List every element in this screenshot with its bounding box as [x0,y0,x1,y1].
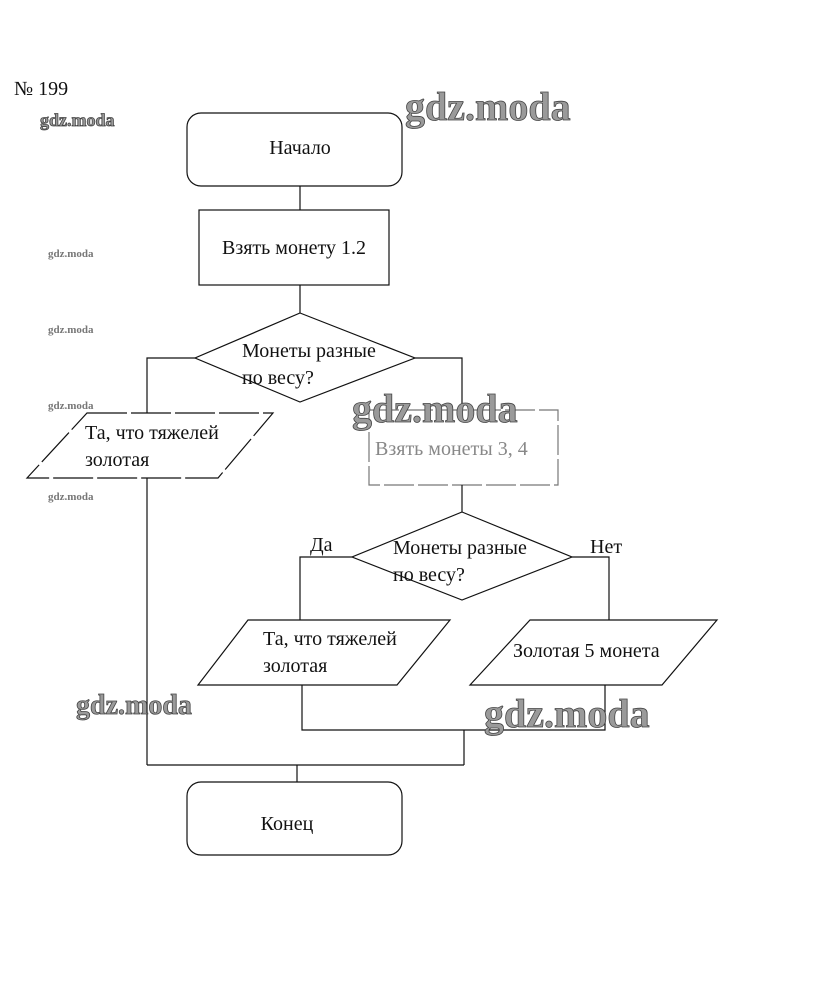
watermark: gdz.moda [48,248,94,260]
start-label: Начало [269,137,331,159]
step1-label: Взять монету 1.2 [222,237,366,259]
process-take-coins-3-4 [368,409,559,486]
connector-yes-2 [299,556,352,620]
output1-line1: Та, что тяжелей [85,422,219,444]
output-2 [196,619,452,686]
process-take-coins-1-2 [198,209,390,286]
watermark: gdz.moda [405,84,571,129]
yes-label: Да [310,534,333,556]
output3-label: Золотая 5 монета [513,640,660,662]
no-label: Нет [590,536,622,558]
decision1-line2: по весу? [242,367,314,389]
output2-line1: Та, что тяжелей [263,628,397,650]
decision2-line1: Монеты разные [393,537,527,559]
watermark: gdz.moda [48,400,94,412]
decision1-line1: Монеты разные [242,340,376,362]
start-terminal [186,112,403,187]
connector-no-2 [572,556,610,620]
merge-connector [301,685,606,731]
watermark: gdz.moda [48,491,94,503]
decision-1 [193,312,417,403]
decision-2 [350,511,574,601]
output2-line2: золотая [263,655,327,677]
output1-line2: золотая [85,449,149,471]
end-terminal [186,781,403,856]
problem-number: № 199 [14,78,68,100]
watermark: gdz.moda [40,110,115,130]
step2-label: Взять монеты 3, 4 [375,438,528,460]
end-label: Конец [261,813,314,835]
watermark: gdz.moda [352,386,518,431]
watermark: gdz.moda [76,690,192,721]
output-3 [468,619,719,686]
watermark: gdz.moda [48,324,94,336]
connector-yes-1 [146,357,195,413]
output-1 [25,412,275,479]
watermark: gdz.moda [484,691,650,736]
decision2-line2: по весу? [393,564,465,586]
connector-no-1 [415,357,463,410]
